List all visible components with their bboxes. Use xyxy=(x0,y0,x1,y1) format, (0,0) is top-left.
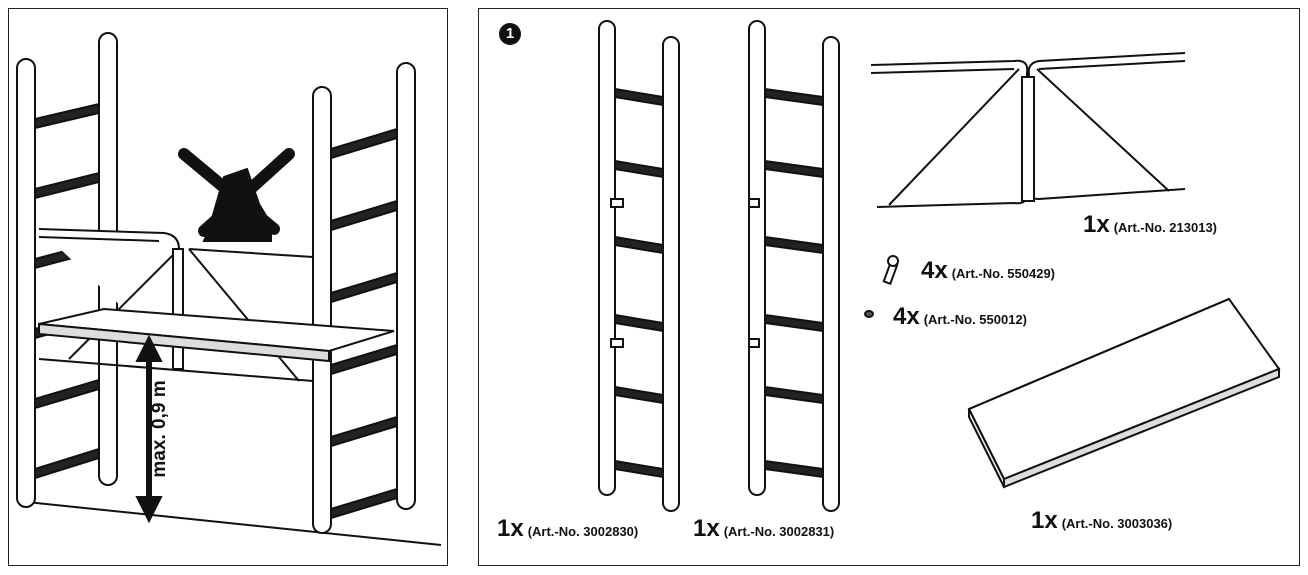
part-label-3003036: 1x(Art.-No. 3003036) xyxy=(1031,507,1173,534)
part-label-550012: 4x(Art.-No. 550012) xyxy=(893,303,1028,330)
assembled-scaffold-panel: max. 0,9 m xyxy=(8,8,448,566)
assembled-scaffold-drawing xyxy=(16,32,442,546)
ladder-frame-3002831 xyxy=(748,20,840,512)
clip-550012 xyxy=(864,310,874,318)
parts-drawing xyxy=(598,20,1281,512)
guard-rail-frame xyxy=(38,228,314,382)
no-stepping-boot-icon xyxy=(178,148,295,242)
step-number-badge: 1 xyxy=(499,23,521,45)
part-label-550429: 4x(Art.-No. 550429) xyxy=(921,257,1056,284)
parts-list-panel: 1 xyxy=(478,8,1300,566)
pin-550429 xyxy=(882,255,899,286)
part-label-3002831: 1x(Art.-No. 3002831) xyxy=(693,515,835,542)
platform-board-3003036 xyxy=(967,297,1281,489)
platform-deck xyxy=(38,307,395,363)
max-height-label: max. 0,9 m xyxy=(149,380,170,478)
guard-rail-213013 xyxy=(870,52,1186,208)
right-ladder-frame xyxy=(312,62,416,534)
part-label-3002830: 1x(Art.-No. 3002830) xyxy=(497,515,639,542)
ground-line xyxy=(16,500,442,546)
ladder-frame-3002830 xyxy=(598,20,680,512)
part-label-213013: 1x(Art.-No. 213013) xyxy=(1083,211,1218,238)
double-arrow-icon xyxy=(135,334,163,524)
